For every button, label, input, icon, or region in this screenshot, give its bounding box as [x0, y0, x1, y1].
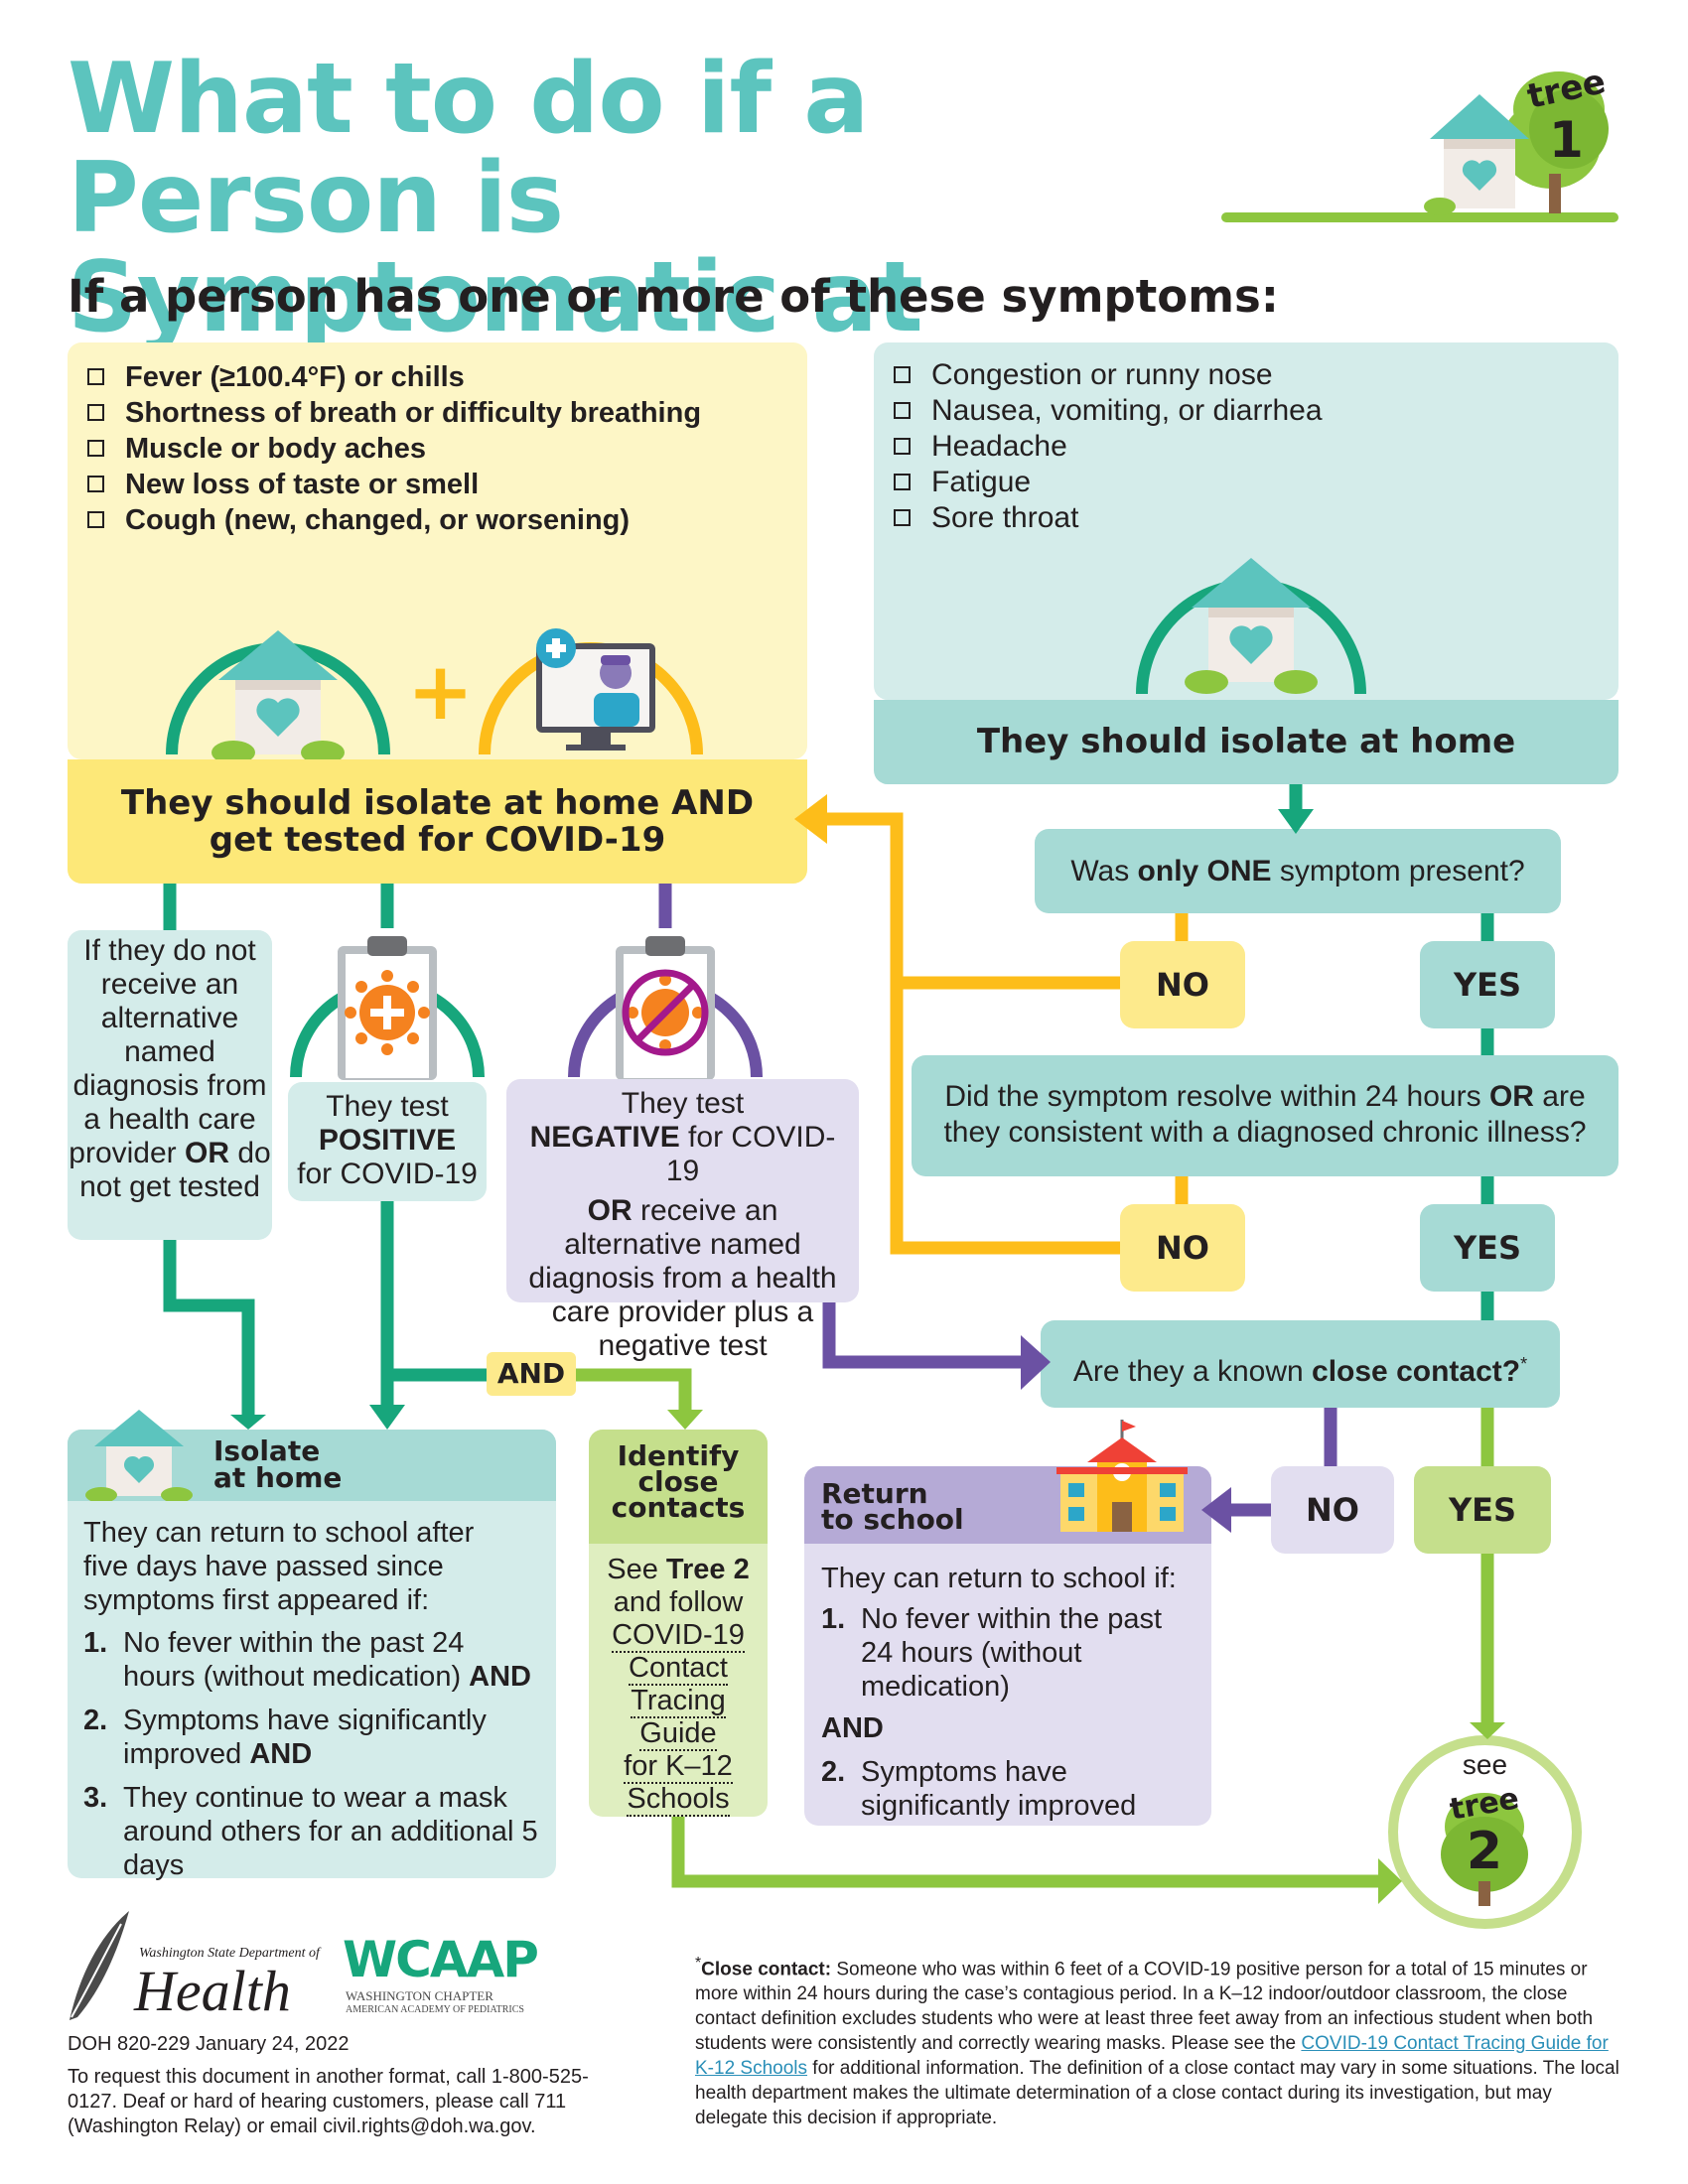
document-id: DOH 820-229 January 24, 2022: [68, 2033, 350, 2055]
symptom-item: Congestion or runny nose: [894, 357, 1323, 393]
question-one-symptom: Was only ONE symptom present?: [1035, 829, 1561, 913]
guide-link-word[interactable]: Guide: [639, 1717, 717, 1751]
title-underline: [1221, 212, 1618, 222]
tree2-number: 2: [1466, 1822, 1503, 1881]
subtitle: If a person has one or more of these sym…: [68, 270, 1279, 323]
return-and-label: AND: [821, 1712, 884, 1744]
house-icon: [85, 1410, 193, 1501]
guide-link-word[interactable]: Schools: [627, 1783, 730, 1817]
return-to-school-item-1: 1.No fever within the past 24 hours (wit…: [821, 1603, 1163, 1703]
isolate-at-home-panel: [68, 1430, 556, 1878]
symptom-item: Nausea, vomiting, or diarrhea: [894, 393, 1323, 429]
school-icon: [1056, 1420, 1188, 1532]
accessibility-request: To request this document in another form…: [68, 2066, 589, 2137]
answer-yes-2: YES: [1420, 1204, 1555, 1292]
doh-logo-text: Health: [134, 1959, 291, 2023]
positive-test-clipboard-icon: [290, 936, 485, 1080]
negative-test-box: They test NEGATIVE for COVID-19 OR recei…: [506, 1079, 859, 1362]
doh-feather-logo: [70, 1911, 129, 2020]
isolate-at-home-box: They should isolate at home: [874, 700, 1618, 784]
wcaap-subtext-1: WASHINGTON CHAPTER: [346, 1988, 493, 2003]
answer-no-close: NO: [1271, 1466, 1394, 1554]
symptom-item: Fever (≥100.4°F) or chills: [87, 359, 701, 395]
house-icon: [166, 630, 390, 764]
plus-icon: +: [407, 645, 475, 738]
symptom-item: New loss of taste or smell: [87, 467, 701, 502]
tree1-number: 1: [1549, 111, 1584, 169]
question-close-contact: Are they a known close contact?*: [1041, 1320, 1560, 1408]
guide-link-word[interactable]: Contact: [629, 1652, 728, 1686]
isolate-at-home-title: Isolate at home: [213, 1434, 343, 1494]
return-to-school-title: Return to school: [821, 1477, 964, 1536]
isolate-condition-item: 2.Symptoms have significantly improved A…: [83, 1705, 487, 1770]
symptom-item: Sore throat: [894, 500, 1323, 536]
tree2-icon: [1441, 1793, 1528, 1906]
isolate-at-home-list: 1.No fever within the past 24 hours (wit…: [83, 1616, 542, 1882]
doctor-telehealth-icon: [479, 628, 703, 755]
symptom-item: Fatigue: [894, 465, 1323, 500]
wcaap-logo: WCAAP: [343, 1931, 539, 1988]
wcaap-subtext-2: AMERICAN ACADEMY OF PEDIATRICS: [346, 2004, 524, 2015]
answer-yes-1: YES: [1420, 941, 1555, 1028]
isolate-condition-item: 3.They continue to wear a mask around ot…: [83, 1782, 538, 1881]
symptom-item: Cough (new, changed, or worsening): [87, 502, 701, 538]
isolate-at-home-intro: They can return to school after five day…: [83, 1517, 475, 1616]
footnote-guide-link[interactable]: COVID-19 Contact Tracing Guide for K-12 …: [695, 2033, 1609, 2080]
return-to-school-intro: They can return to school if:: [821, 1563, 1177, 1594]
isolate-and-test-box: They should isolate at home AND get test…: [68, 759, 807, 884]
see-label: see: [1462, 1749, 1508, 1780]
answer-no-2: NO: [1120, 1204, 1245, 1292]
guide-link-word[interactable]: Tracing: [631, 1685, 726, 1718]
symptom-item: Headache: [894, 429, 1323, 465]
answer-yes-close: YES: [1414, 1466, 1551, 1554]
question-resolve: Did the symptom resolve within 24 hours …: [912, 1055, 1618, 1176]
isolate-condition-item: 1.No fever within the past 24 hours (wit…: [83, 1627, 531, 1693]
guide-link-word[interactable]: for K–12: [624, 1750, 733, 1784]
no-alternative-diagnosis-box: If they do not receive an alternative na…: [68, 930, 272, 1240]
positive-test-box: They test POSITIVE for COVID-19: [288, 1082, 487, 1201]
return-to-school-item-2: 2.Symptoms have significantly improved: [821, 1756, 1137, 1822]
and-label: AND: [487, 1352, 576, 1396]
guide-link-word[interactable]: COVID-19: [612, 1619, 745, 1653]
symptom-item: Shortness of breath or difficulty breath…: [87, 395, 701, 431]
symptom-item: Muscle or body aches: [87, 431, 701, 467]
answer-no-1: NO: [1120, 941, 1245, 1028]
house-tree1-icon: [1424, 71, 1609, 215]
identify-contacts-header: Identify close contacts: [589, 1430, 768, 1544]
negative-test-clipboard-icon: [568, 936, 763, 1080]
house-icon: [1136, 558, 1366, 695]
doh-logo-small-text: Washington State Department of: [139, 1946, 320, 1961]
close-contact-footnote: *Close contact: Someone who was within 6…: [695, 1955, 1619, 2129]
